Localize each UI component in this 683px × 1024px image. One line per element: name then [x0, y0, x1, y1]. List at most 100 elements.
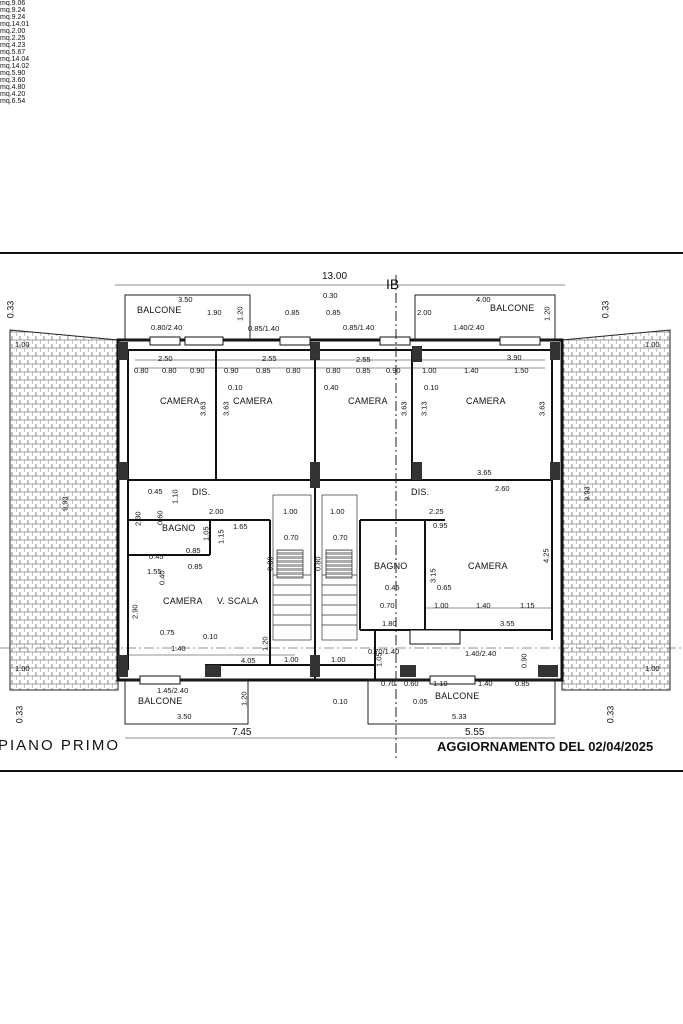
balcony-width-dim: 4.00 [476, 295, 491, 304]
dim-label: 1.90 [207, 308, 222, 317]
revision-date-label: AGGIORNAMENTO DEL 02/04/2025 [437, 739, 654, 754]
dim-label: 0.33 [600, 300, 611, 319]
opening-dim: 0.80/2.40 [151, 323, 183, 332]
stair-landing-hatch-left [276, 549, 304, 579]
opening-dim: 0.70/1.40 [368, 647, 400, 656]
structural-columns [118, 342, 560, 677]
dim-label: 0.80 [162, 366, 177, 375]
dim-label: 0.85 [285, 308, 300, 317]
dim-label: 1.00 [422, 366, 437, 375]
balcony-bottom-left [124, 679, 249, 725]
dim-label: 1.40 [464, 366, 479, 375]
dim-label: 1.40 [478, 679, 493, 688]
dim-label: 9.93 [60, 496, 70, 512]
dim-label: 0.85 [186, 546, 201, 555]
section-mark-b: IB [386, 276, 400, 292]
dim-label: 1.55 [147, 567, 162, 576]
dim-label: 0.90 [224, 366, 239, 375]
dim-label: 0.75 [160, 628, 175, 637]
balcony-label: BALCONE [490, 303, 535, 313]
dim-label: 3.63 [221, 401, 231, 417]
dim-label: 3.55 [500, 619, 515, 628]
dim-label: 2.55 [262, 354, 277, 363]
dim-label: 2.55 [356, 355, 371, 364]
left-width-dim: 7.45 [232, 727, 252, 738]
roof-tiles-right [561, 329, 671, 691]
balcony-area: mq.6.54 [0, 98, 26, 105]
dim-label: 1.20 [260, 636, 270, 652]
dim-label: 2.60 [495, 484, 510, 493]
dim-label: 1.40 [171, 644, 186, 653]
dim-label: 0.85 [256, 366, 271, 375]
dim-label: 0.70 [380, 601, 395, 610]
room-area: mq.4.23 [0, 42, 26, 49]
dim-label: 0.80 [265, 556, 275, 572]
dim-label: 2.25 [429, 507, 444, 516]
dim-label: 0.10 [203, 632, 218, 641]
balcony-width-dim: 5.33 [452, 712, 467, 721]
dim-label: 1.10 [433, 679, 448, 688]
dim-label: 1.00 [645, 664, 660, 673]
dim-label: 0.95 [433, 521, 448, 530]
dim-label: 0.33 [605, 705, 616, 724]
dim-label: 1.00 [645, 340, 660, 349]
dim-label: 0.10 [333, 697, 348, 706]
dim-label: 0.45 [149, 552, 164, 561]
dim-label: 3.63 [399, 401, 409, 417]
stair-landing-hatch-right [325, 549, 353, 579]
overall-width-dim: 13.00 [322, 271, 348, 282]
dim-label: 3.63 [537, 401, 547, 417]
dim-label: 0.80 [313, 556, 323, 572]
dim-label: 0.05 [413, 697, 428, 706]
dim-label: 1.00 [331, 655, 346, 664]
room-area: mq.14.02 [0, 63, 30, 70]
dim-label: 0.90 [386, 366, 401, 375]
dim-label: 3.90 [507, 353, 522, 362]
room-area: mq.2.00 [0, 28, 26, 35]
balcony-top-right [414, 294, 556, 341]
dim-label: 1.00 [330, 507, 345, 516]
dim-label: 2.90 [130, 604, 140, 620]
dim-label: 1.20 [542, 306, 552, 322]
room-area: mq.2.25 [0, 35, 26, 42]
room-area: mq.9.24 [0, 7, 26, 14]
room-label: CAMERA [466, 396, 506, 406]
dim-label: 1.40 [476, 601, 491, 610]
dim-label: 1.05 [374, 652, 384, 668]
room-area: mq.5.67 [0, 49, 26, 56]
sheet-top-border [0, 252, 683, 254]
dim-label: 1.20 [235, 306, 245, 322]
balcony-area: mq.4.80 [0, 84, 26, 91]
balcony-area: mq.4.20 [0, 91, 26, 98]
dim-label: 0.45 [148, 487, 163, 496]
dim-label: 1.15 [216, 529, 226, 545]
dim-label: 1.50 [514, 366, 529, 375]
dim-label: 3.13 [419, 401, 429, 417]
dim-label: 0.33 [5, 300, 16, 319]
dim-label: 2.00 [417, 308, 432, 317]
dim-label: 0.80 [286, 366, 301, 375]
dim-label: 0.40 [324, 383, 339, 392]
room-label: DIS. [192, 487, 211, 497]
dim-label: 0.70 [284, 533, 299, 542]
dim-label: 1.40/2.40 [465, 649, 497, 658]
opening-dim: 1.45/2.40 [157, 686, 189, 695]
dim-label: 0.80 [326, 366, 341, 375]
room-label: BAGNO [374, 561, 408, 571]
room-label: CAMERA [233, 396, 273, 406]
window-openings [139, 336, 541, 685]
dim-label: 0.90 [190, 366, 205, 375]
dimension-lines [115, 284, 565, 739]
room-area: mq.5.90 [0, 70, 26, 77]
room-label: CAMERA [348, 396, 388, 406]
dim-label: 1.65 [233, 522, 248, 531]
room-label: DIS. [411, 487, 430, 497]
room-area: mq.14.01 [0, 21, 30, 28]
dim-label: 0.30 [323, 291, 338, 300]
dim-label: 1.10 [170, 489, 180, 505]
dim-label: 0.90 [519, 653, 529, 669]
dim-label: 1.00 [283, 507, 298, 516]
dim-label: 0.10 [424, 383, 439, 392]
dim-label: 0.33 [14, 705, 25, 724]
